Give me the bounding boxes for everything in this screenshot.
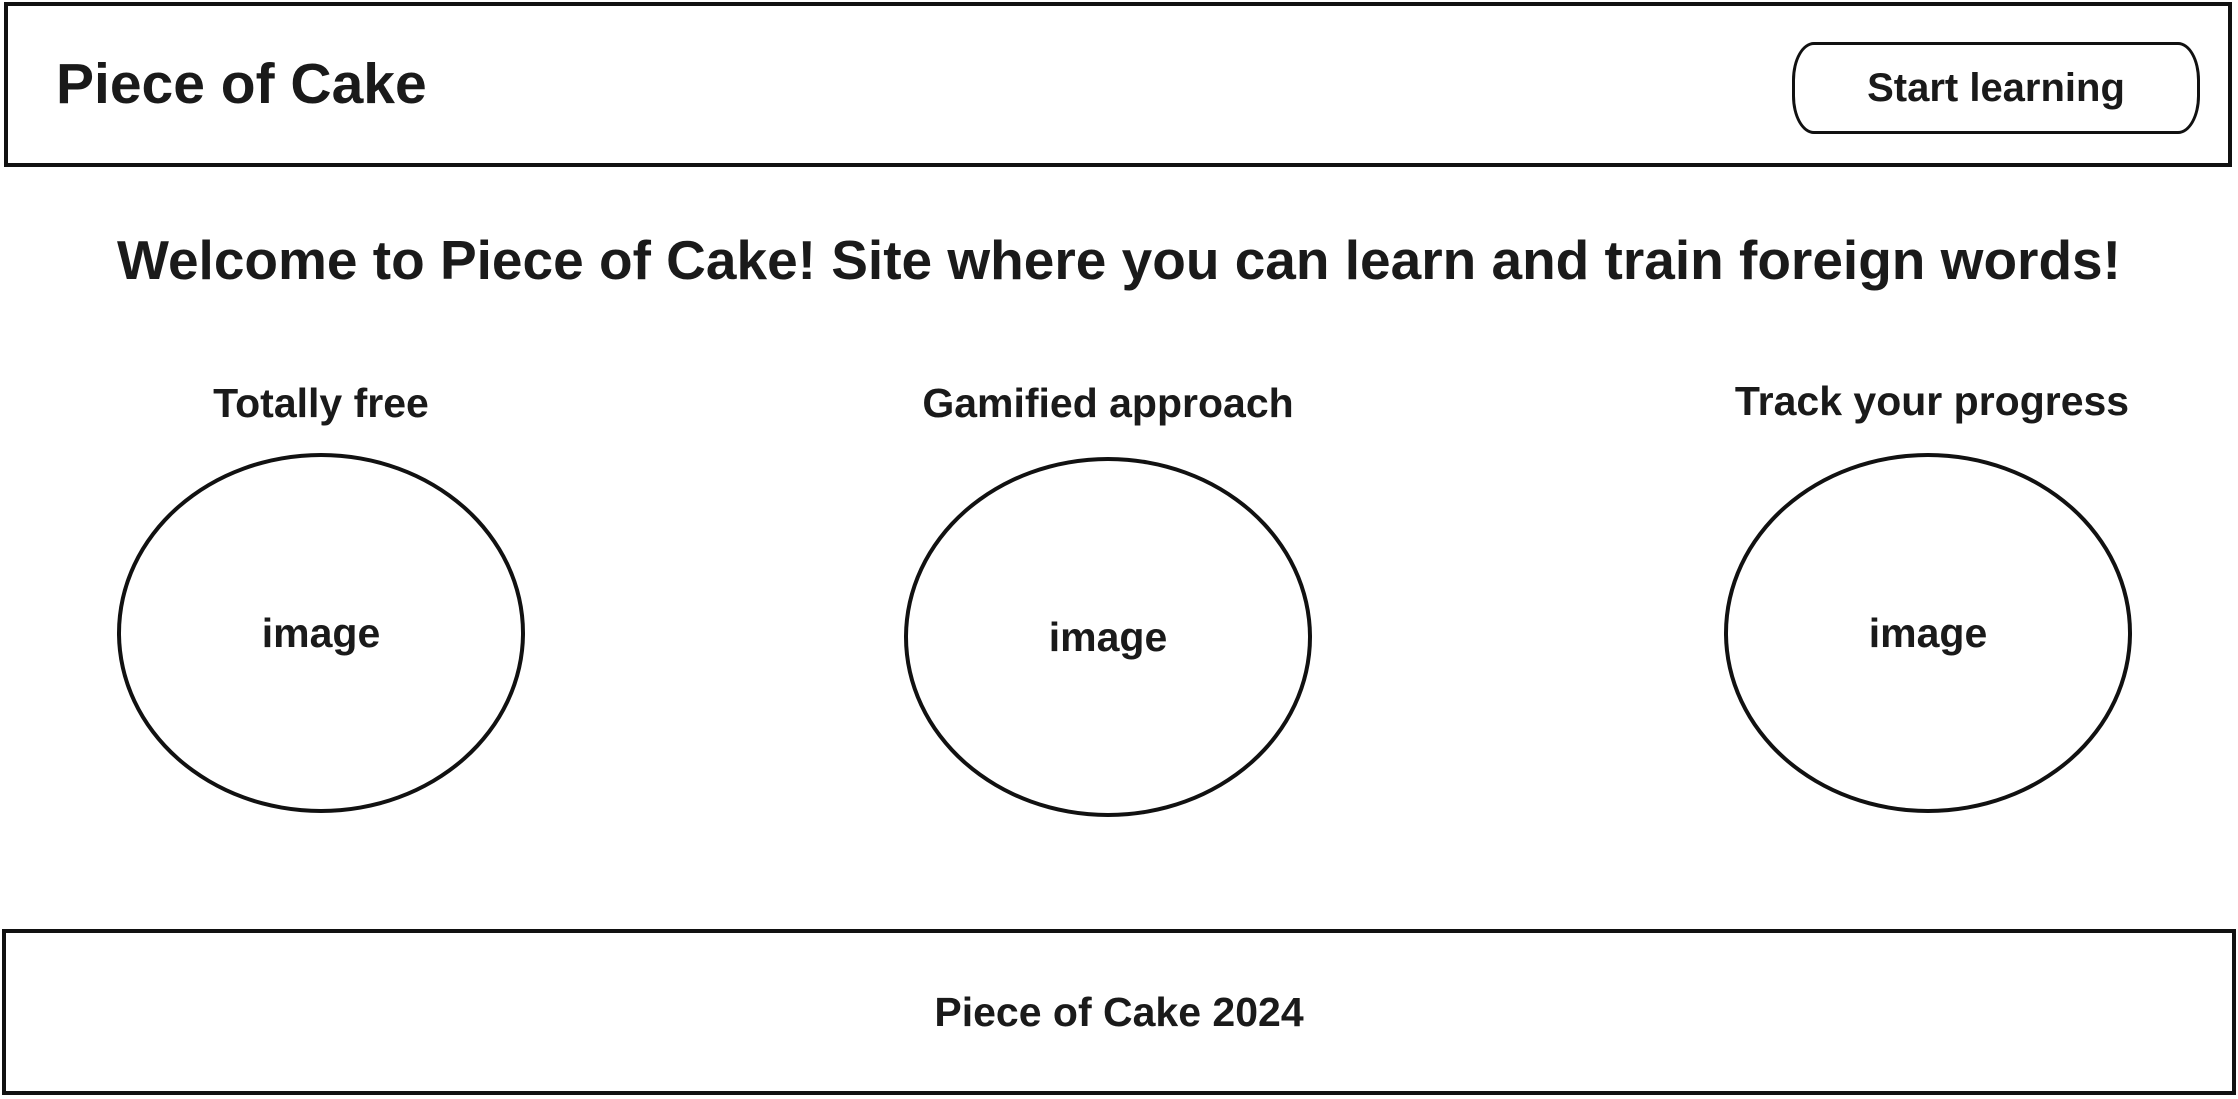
feature-image-placeholder: image xyxy=(117,453,525,813)
feature-title: Totally free xyxy=(213,380,429,426)
site-footer: Piece of Cake 2024 xyxy=(2,929,2236,1095)
welcome-heading: Welcome to Piece of Cake! Site where you… xyxy=(117,229,2121,291)
image-placeholder-label: image xyxy=(1868,609,1988,656)
image-placeholder-label: image xyxy=(1048,613,1168,660)
footer-copyright: Piece of Cake 2024 xyxy=(934,988,1304,1035)
feature-image-placeholder: image xyxy=(1724,453,2132,813)
site-logo[interactable]: Piece of Cake xyxy=(56,52,427,116)
start-learning-button[interactable]: Start learning xyxy=(1792,42,2200,134)
feature-title: Gamified approach xyxy=(922,380,1294,426)
feature-image-placeholder: image xyxy=(904,457,1312,817)
feature-title: Track your progress xyxy=(1734,378,2130,424)
site-header: Piece of Cake Start learning xyxy=(4,2,2232,167)
image-placeholder-label: image xyxy=(261,609,381,656)
